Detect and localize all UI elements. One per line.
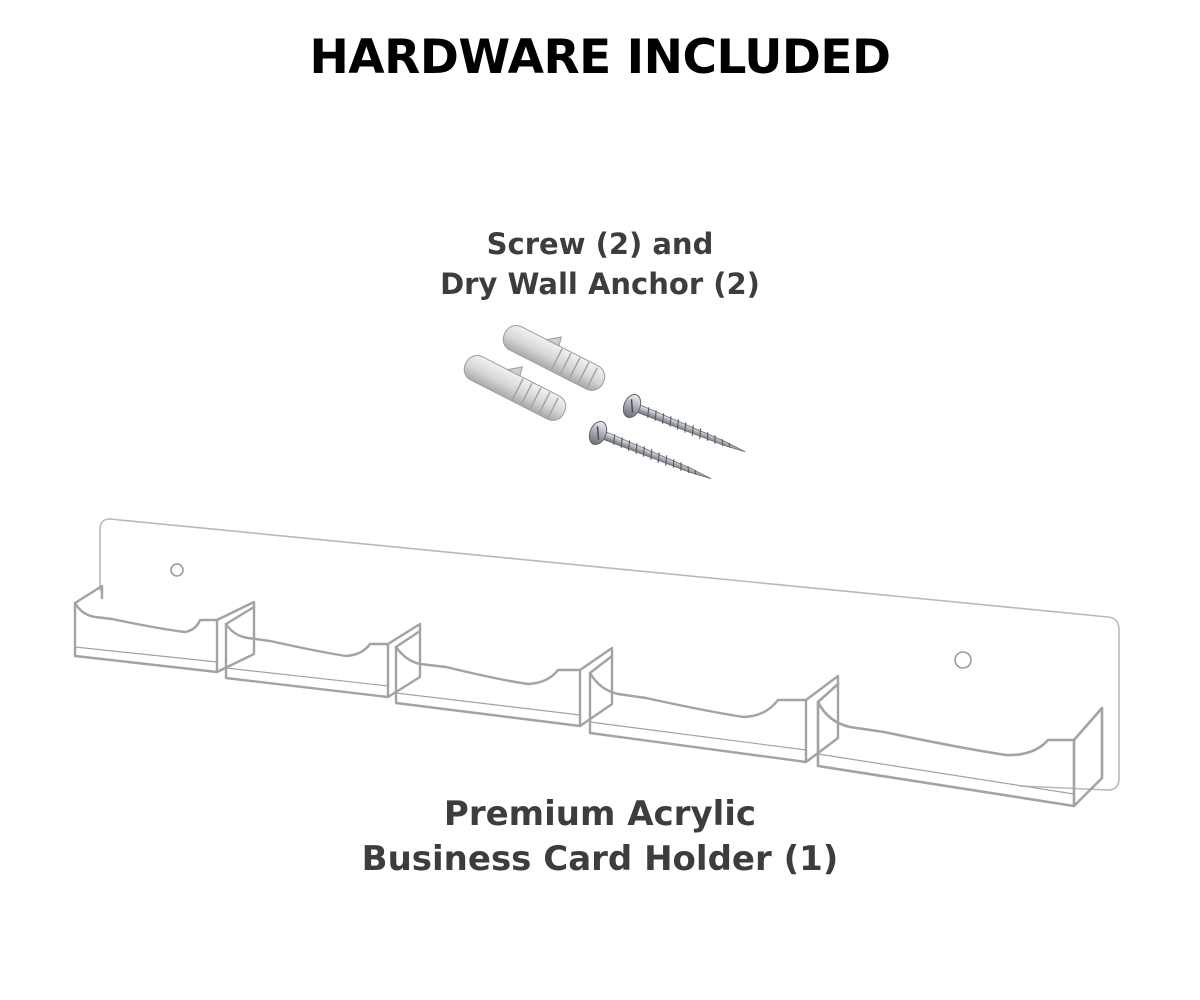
card-pocket-2 <box>224 605 422 699</box>
screw-1 <box>622 393 746 453</box>
hardware-illustration <box>463 325 746 480</box>
card-pocket-4 <box>588 654 840 764</box>
hardware-caption-line-2: Dry Wall Anchor (2) <box>440 267 760 301</box>
card-holder-caption-line-1: Premium Acrylic <box>443 794 757 834</box>
screw-2 <box>588 420 712 480</box>
card-pocket-5 <box>816 682 1104 808</box>
mount-hole-right <box>954 651 972 669</box>
back-panel <box>109 518 1120 791</box>
hardware-caption-line-1: Screw (2) and <box>486 227 714 261</box>
page-title: HARDWARE INCLUDED <box>309 30 891 85</box>
wall-anchor-2 <box>463 355 567 421</box>
card-holder-caption-line-2: Business Card Holder (1) <box>361 839 839 879</box>
card-pocket-3 <box>394 629 614 728</box>
wall-anchor-1 <box>502 325 606 391</box>
card-holder-caption: Premium Acrylic Business Card Holder (1) <box>0 792 1200 882</box>
card-pocket-1 <box>73 584 256 674</box>
mount-hole-left <box>170 563 184 577</box>
hardware-caption: Screw (2) and Dry Wall Anchor (2) <box>0 224 1200 304</box>
